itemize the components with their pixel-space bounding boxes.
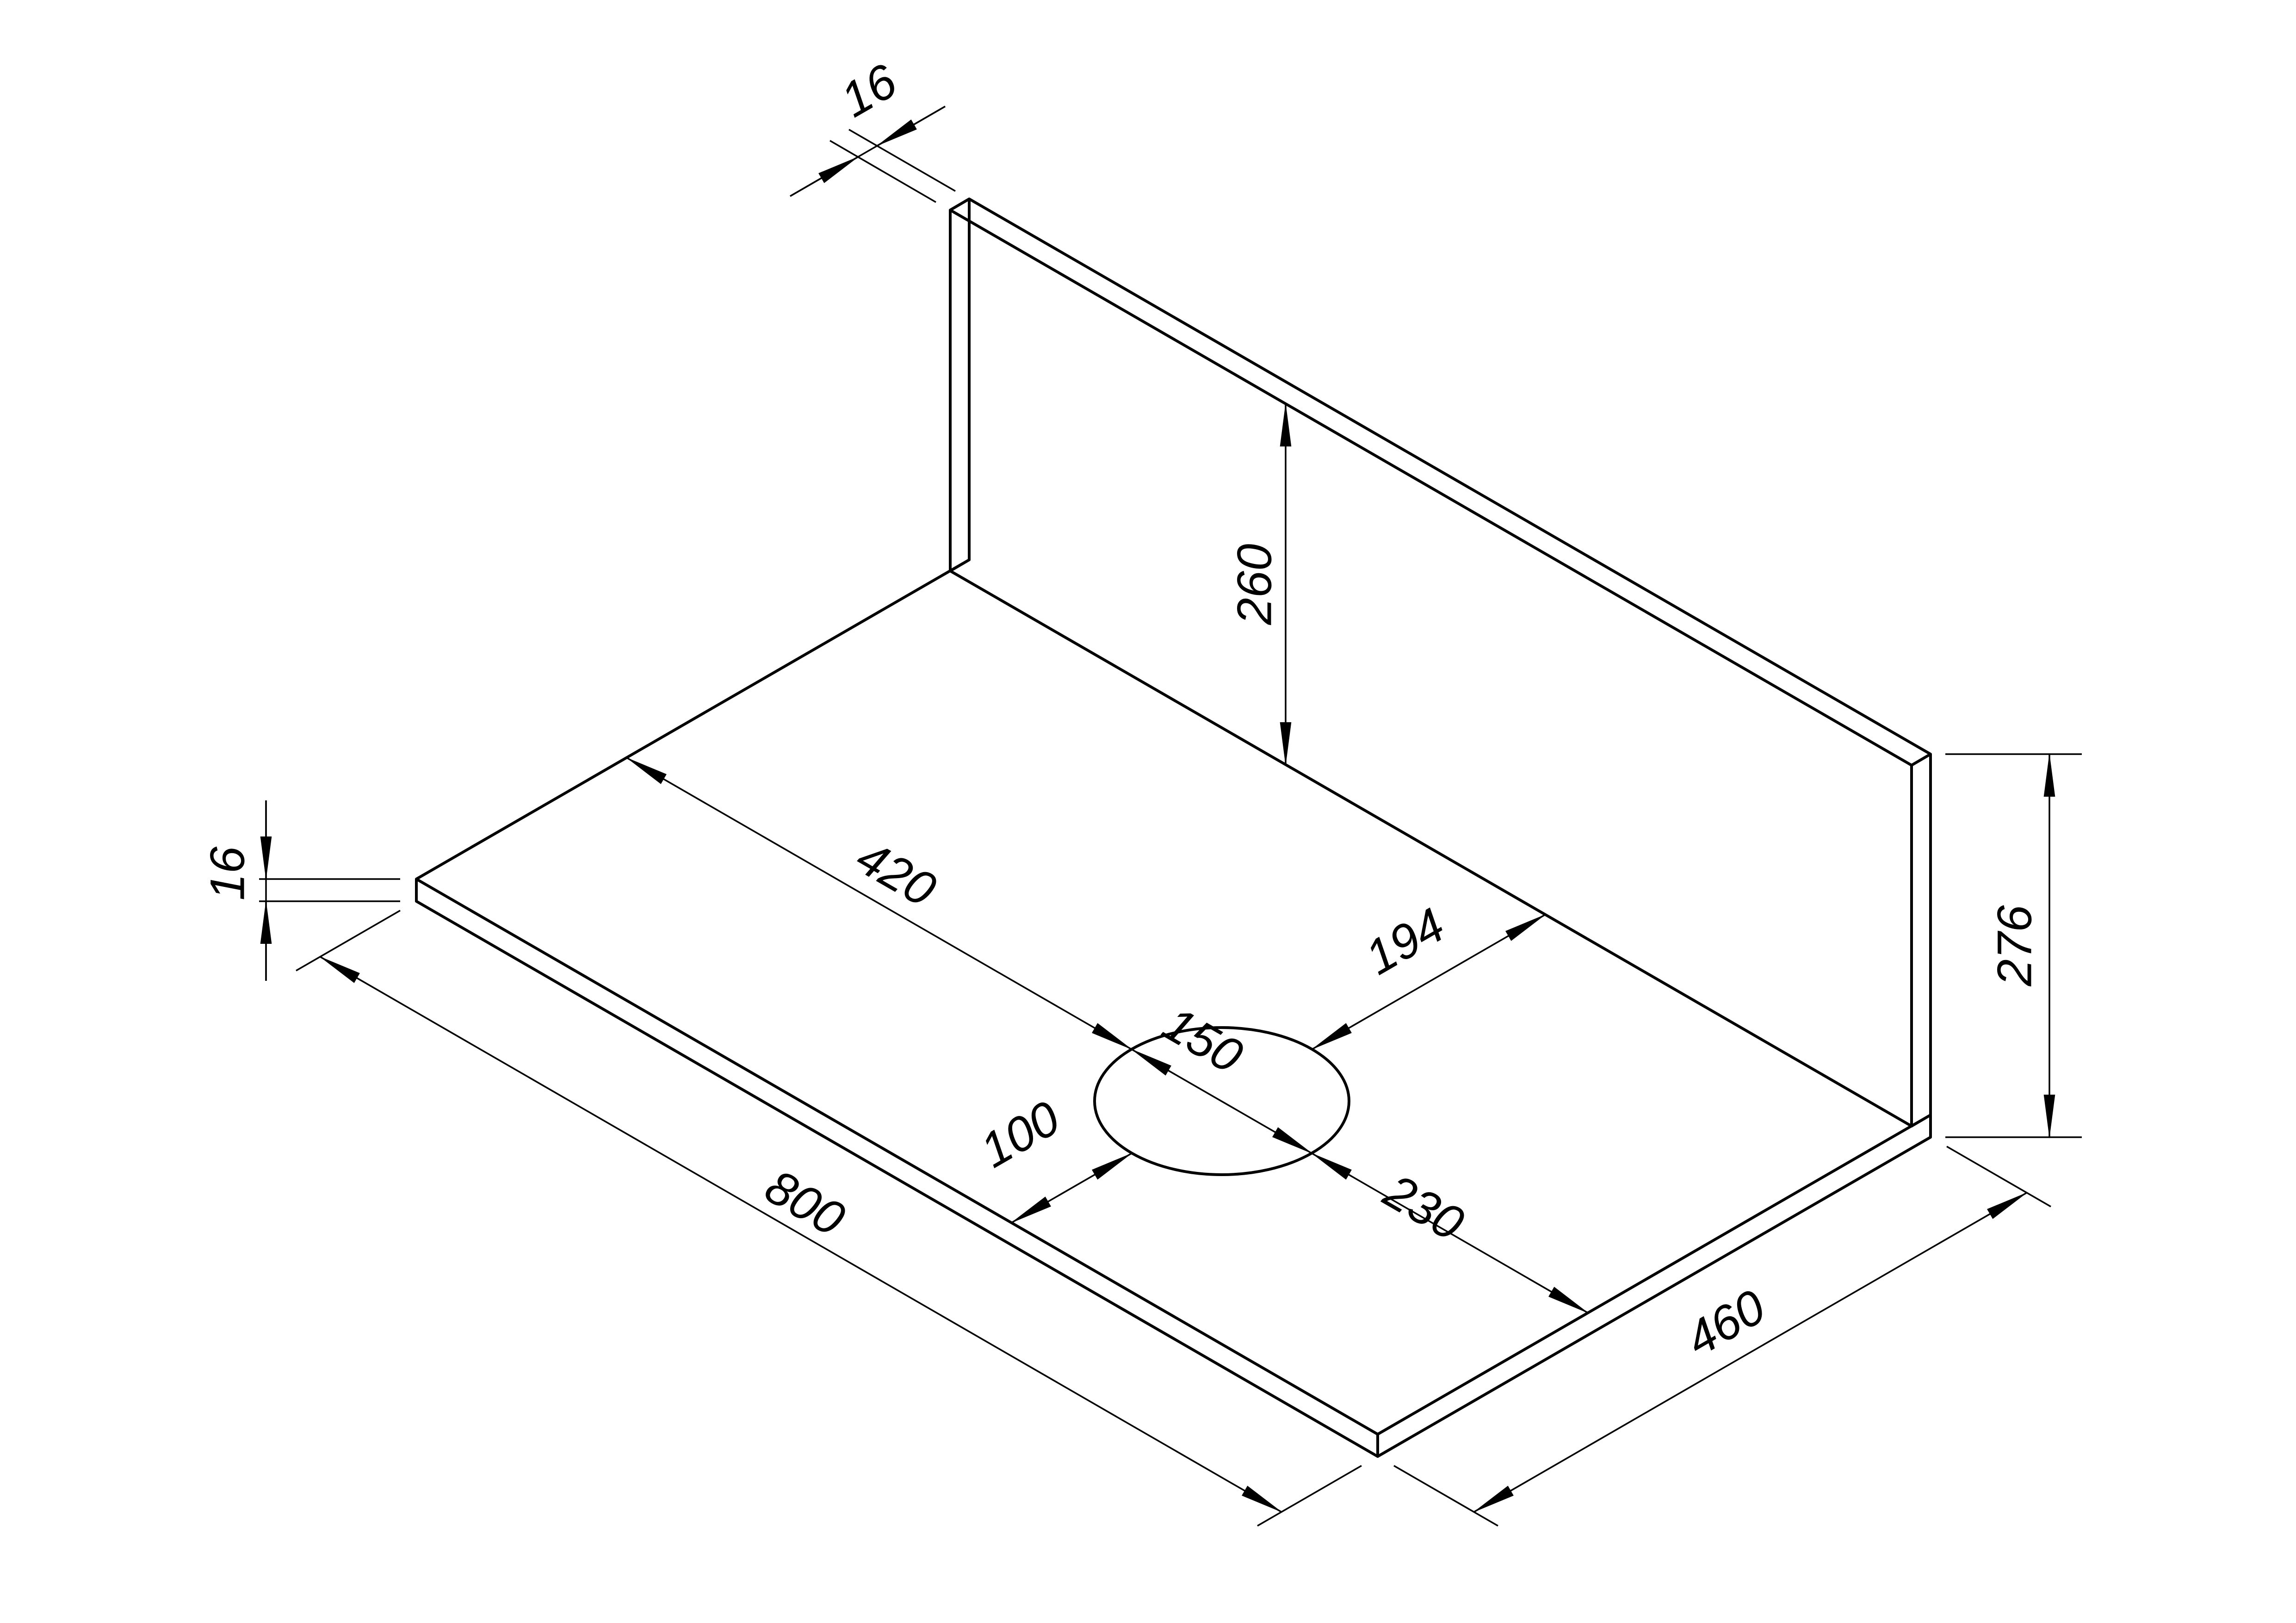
dim-backsplash-thickness-arrow-lower — [790, 156, 860, 197]
dim-hole-from-front-line — [1010, 1152, 1133, 1224]
dim-overall-height-label: 276 — [1988, 905, 2042, 987]
dim-length: 800 — [296, 910, 1362, 1527]
dim-hole-to-right: 230 — [1311, 1152, 1590, 1314]
dim-hole-diameter: 150 — [1130, 997, 1313, 1154]
dim-hole-to-right-line — [1311, 1152, 1590, 1314]
dim-hole-from-left-line — [625, 757, 1133, 1050]
dim-length-line — [319, 956, 1283, 1513]
dim-backsplash-thickness: 16 — [790, 54, 956, 203]
back-panel-outline — [949, 198, 1932, 1127]
dim-backsplash-height: 260 — [1228, 403, 1292, 766]
dim-hole-from-front-label: 100 — [972, 1091, 1069, 1178]
panel-outlines — [415, 198, 1932, 1458]
dim-length-label: 800 — [756, 1159, 854, 1247]
dim-depth-label: 460 — [1677, 1280, 1774, 1367]
dimensions: 800 460 276 260 16 — [201, 54, 2082, 1527]
dim-backsplash-thickness-extension-lines — [829, 129, 956, 203]
dim-hole-diameter-line — [1130, 1048, 1313, 1154]
dim-backsplash-thickness-label: 16 — [832, 54, 906, 128]
dim-hole-to-back-line — [1311, 914, 1547, 1050]
dim-overall-height: 276 — [1945, 753, 2082, 1139]
dim-hole-from-left-label: 420 — [848, 830, 945, 917]
dim-depth-extension-lines — [1393, 1146, 2051, 1527]
dim-hole-to-back: 194 — [1311, 898, 1547, 1050]
dim-base-thickness: 16 — [201, 800, 400, 981]
dim-base-thickness-extension-lines — [259, 878, 400, 902]
dim-depth: 460 — [1393, 1146, 2051, 1527]
dim-length-extension-lines — [296, 910, 1362, 1527]
dim-hole-from-front: 100 — [972, 1091, 1133, 1224]
dim-backsplash-height-label: 260 — [1228, 544, 1282, 625]
dim-hole-from-left: 420 — [625, 757, 1133, 1050]
dim-base-thickness-label: 16 — [201, 846, 255, 900]
dim-depth-line — [1473, 1192, 2028, 1513]
dim-hole-to-back-label: 194 — [1356, 898, 1454, 985]
dim-overall-height-extension-lines — [1945, 753, 2082, 1138]
dim-backsplash-thickness-arrow-upper — [876, 105, 946, 147]
